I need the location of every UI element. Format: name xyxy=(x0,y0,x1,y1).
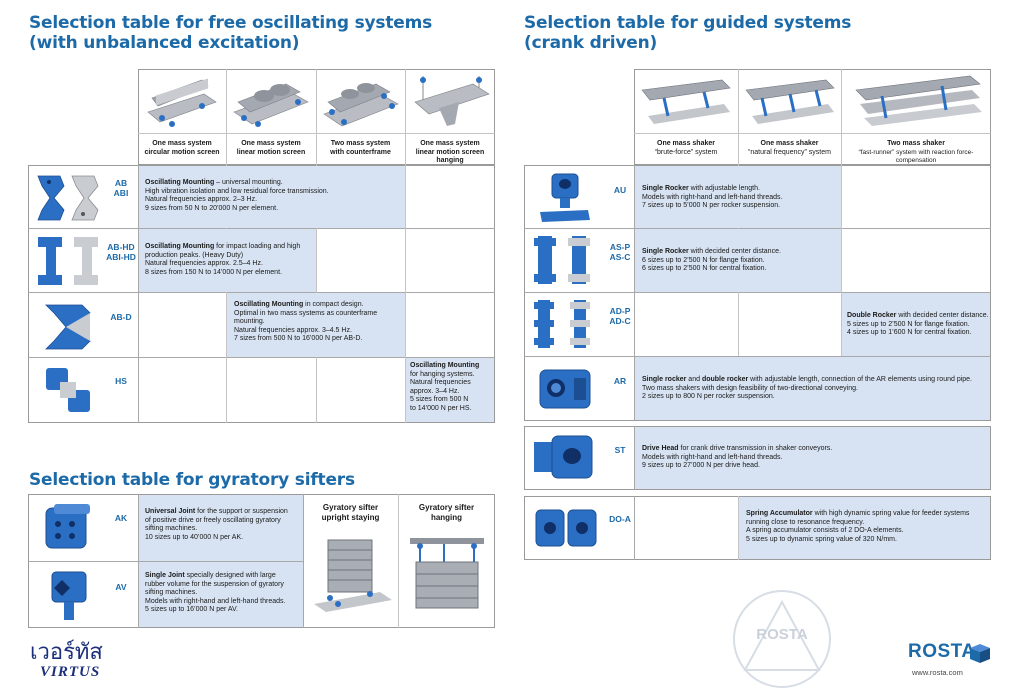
rosta-logo-text: ROSTA xyxy=(908,641,976,662)
rosta-cube-icon xyxy=(970,644,990,663)
natural-frequency-thumb xyxy=(745,79,835,124)
code-ar: AR xyxy=(613,376,627,386)
st-drive-head-image xyxy=(534,435,593,479)
code-st: ST xyxy=(614,445,626,455)
desc-ar: Single rocker and double rocker with adj… xyxy=(642,376,972,401)
free-row1-highlight xyxy=(139,166,405,228)
code-ak: AK xyxy=(114,513,128,523)
guided-row2-highlight xyxy=(635,229,841,292)
free-title-line1: Selection table for free oscillating sys… xyxy=(29,13,433,33)
guided-title-line2: (crank driven) xyxy=(524,33,658,53)
free-row3-highlight xyxy=(227,293,405,357)
code-ab-d: AB-D xyxy=(110,312,132,322)
gyr-row1-highlight xyxy=(139,495,303,561)
code-av: AV xyxy=(115,582,127,592)
guided-col-1-header: One mass shaker“brute-force” system xyxy=(654,140,718,156)
desc-ab-hd: Oscillating Mounting for impact loading … xyxy=(145,243,301,276)
rosta-url: www.rosta.com xyxy=(912,668,963,677)
desc-ab-d: Oscillating Mounting in compact design. … xyxy=(234,301,378,343)
hanging-screen-thumb xyxy=(414,76,490,126)
linear-screen-thumb xyxy=(233,83,309,127)
gyr-row2-highlight xyxy=(139,562,303,627)
ak-joint-image xyxy=(45,504,90,549)
st-row-highlight xyxy=(635,427,990,489)
fast-runner-thumb xyxy=(855,75,982,126)
ad-rocker-image xyxy=(534,300,590,348)
desc-st: Drive Head for crank drive transmission … xyxy=(642,445,833,470)
desc-au: Single Rocker with adjustable length. Mo… xyxy=(642,185,783,210)
virtus-logo: VIRTUS xyxy=(40,664,101,680)
brute-force-thumb xyxy=(641,79,731,124)
counterframe-thumb xyxy=(323,83,399,127)
desc-doa: Spring Accumulator with high dynamic spr… xyxy=(746,510,970,543)
free-title: Selection table for free oscillating sys… xyxy=(29,13,432,53)
as-rocker-image xyxy=(534,236,590,284)
code-au: AU xyxy=(613,185,627,195)
guided-col-3-header: Two mass shaker“fast-runner” system with… xyxy=(858,140,974,165)
gyratory-title: Selection table for gyratory sifters xyxy=(29,470,355,490)
ar-rocker-image xyxy=(539,369,591,409)
sifter-upright-image xyxy=(314,539,392,612)
free-title-line2: (with unbalanced excitation) xyxy=(29,33,300,53)
code-doa: DO-A xyxy=(609,514,631,524)
virtus-thai-logo: เวอร์ทัส xyxy=(30,640,103,665)
guided-row3-highlight xyxy=(842,293,990,356)
guided-title-line1: Selection table for guided systems xyxy=(524,13,852,33)
hs-mount-image xyxy=(46,368,90,412)
ab-d-mount-image xyxy=(45,304,91,350)
guided-row4-highlight xyxy=(635,357,990,420)
guided-col-2-header: One mass shaker“natural frequency” syste… xyxy=(748,140,831,156)
doa-accumulator-image xyxy=(535,509,597,547)
guided-title: Selection table for guided systems (cran… xyxy=(524,13,851,53)
ab-hd-mount-image xyxy=(38,237,98,285)
circular-screen-thumb xyxy=(147,78,217,127)
free-row2-highlight xyxy=(139,229,316,292)
rosta-seal-watermark: ROSTA xyxy=(733,590,831,688)
ab-mount-image xyxy=(37,175,99,221)
desc-ab: Oscillating Mounting – universal mountin… xyxy=(145,179,329,212)
free-row4-highlight xyxy=(406,358,494,422)
sifter-hanging-image xyxy=(410,538,484,609)
guided-row1-highlight xyxy=(635,166,841,228)
guided-header-box xyxy=(634,69,991,165)
desc-ak: Universal Joint for the support or suspe… xyxy=(145,508,288,541)
av-joint-image xyxy=(51,571,87,620)
desc-av: Single Joint specially designed with lar… xyxy=(145,572,286,614)
doa-row-highlight xyxy=(739,497,990,559)
desc-as: Single Rocker with decided center distan… xyxy=(642,248,781,273)
desc-hs: Oscillating Mounting for hanging systems… xyxy=(410,362,480,412)
code-hs: HS xyxy=(115,376,127,386)
desc-ad: Double Rocker with decided center distan… xyxy=(847,312,989,337)
au-rocker-image xyxy=(540,173,590,222)
